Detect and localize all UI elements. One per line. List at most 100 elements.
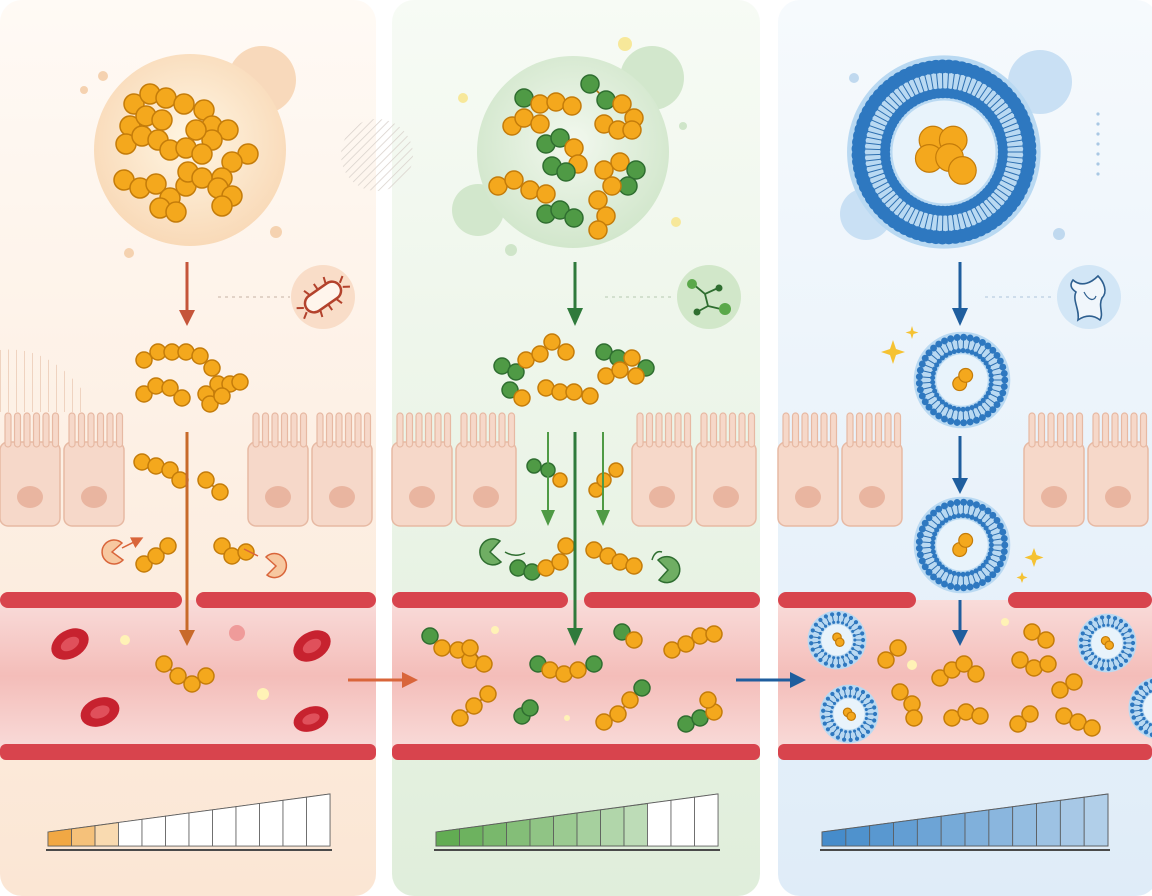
meter-segment bbox=[119, 819, 143, 846]
liposome-nanoparticle bbox=[1078, 614, 1137, 673]
lipid-head bbox=[947, 583, 954, 590]
amino-acid-residue bbox=[166, 202, 186, 222]
modified-residue bbox=[634, 680, 650, 696]
lipid-head bbox=[1132, 696, 1137, 701]
lipid-head bbox=[844, 695, 847, 698]
amino-acid-residue bbox=[198, 472, 214, 488]
amino-acid-residue bbox=[906, 710, 922, 726]
lipid-head bbox=[916, 545, 923, 552]
microvillus bbox=[24, 413, 30, 447]
lipid-head bbox=[917, 367, 924, 374]
lipid-head bbox=[1088, 639, 1091, 642]
lipid-head bbox=[830, 692, 834, 696]
lipid-head bbox=[930, 375, 935, 380]
lipid-head bbox=[818, 658, 822, 662]
encapsulated-peptide bbox=[949, 157, 977, 185]
microvillus bbox=[783, 413, 789, 447]
lipid-head bbox=[1100, 615, 1104, 619]
amino-acid-residue bbox=[531, 95, 549, 113]
microvillus bbox=[471, 413, 477, 447]
lipid-head bbox=[828, 655, 831, 658]
amino-acid-residue bbox=[214, 388, 230, 404]
lipid-head bbox=[861, 725, 864, 728]
meter-segment bbox=[142, 816, 166, 846]
amino-acid-residue bbox=[968, 666, 984, 682]
lipid-head bbox=[831, 706, 834, 709]
lipid-head bbox=[853, 695, 856, 698]
microvillus bbox=[730, 413, 736, 447]
meter-segment bbox=[95, 823, 119, 847]
amino-acid-residue bbox=[611, 153, 629, 171]
lipid-head bbox=[956, 348, 961, 353]
lipid-head bbox=[930, 545, 935, 550]
lipid-head bbox=[1145, 692, 1148, 695]
meter-segment bbox=[1060, 797, 1084, 846]
lipid-head bbox=[919, 361, 926, 368]
microvillus bbox=[416, 413, 422, 447]
lipid-head bbox=[1119, 629, 1122, 632]
modified-residue bbox=[522, 700, 538, 716]
lipid-head bbox=[1128, 653, 1132, 657]
lipid-head bbox=[849, 738, 853, 742]
amino-acid-residue bbox=[595, 161, 613, 179]
amino-acid-residue bbox=[565, 139, 583, 157]
lipid-head bbox=[961, 407, 966, 412]
lipid-head bbox=[1001, 535, 1008, 542]
lipid-head bbox=[1089, 648, 1092, 651]
lipid-head bbox=[861, 700, 864, 703]
enterocyte-body bbox=[312, 442, 372, 526]
microvillus bbox=[461, 413, 467, 447]
microvillus bbox=[426, 413, 432, 447]
meter-segment bbox=[283, 797, 307, 846]
lipid-head bbox=[828, 622, 831, 625]
lipid-head bbox=[1094, 617, 1098, 621]
lipid-head bbox=[837, 621, 840, 624]
lipid-head bbox=[809, 641, 813, 645]
amino-acid-residue bbox=[192, 348, 208, 364]
amino-acid-residue bbox=[1084, 720, 1100, 736]
lipid-head bbox=[1102, 624, 1105, 627]
lipid-head bbox=[845, 623, 848, 626]
liposome-nanoparticle bbox=[820, 685, 879, 744]
lipid-head bbox=[954, 334, 961, 341]
microvillus bbox=[435, 413, 441, 447]
lipid-head bbox=[1091, 631, 1094, 634]
amino-acid-residue bbox=[174, 390, 190, 406]
lipid-head bbox=[967, 335, 974, 342]
meter-segment bbox=[601, 807, 625, 846]
lipid-head bbox=[844, 730, 847, 733]
lipid-head bbox=[1094, 655, 1097, 658]
modified-residue bbox=[527, 459, 541, 473]
microvillus bbox=[821, 413, 827, 447]
lipid-head bbox=[853, 634, 856, 637]
lipid-head bbox=[814, 623, 818, 627]
amino-acid-residue bbox=[192, 144, 212, 164]
meter-segment bbox=[870, 823, 894, 847]
lipid-head bbox=[960, 334, 967, 341]
meter-segment bbox=[965, 810, 989, 846]
lipid-head bbox=[916, 373, 923, 380]
lipid-head bbox=[836, 699, 839, 702]
lipid-head bbox=[872, 718, 876, 722]
lipid-head bbox=[1084, 656, 1088, 660]
lipid-head bbox=[843, 613, 847, 617]
lipid-head bbox=[832, 656, 835, 659]
encapsulated-peptide bbox=[836, 638, 844, 646]
lipid-head bbox=[1079, 638, 1083, 642]
lipid-head bbox=[826, 697, 830, 701]
amino-acid-residue bbox=[521, 181, 539, 199]
lipid-head bbox=[973, 417, 980, 424]
modified-residue bbox=[422, 628, 438, 644]
microvillus bbox=[355, 413, 361, 447]
microvillus bbox=[253, 413, 259, 447]
cell-nucleus bbox=[329, 486, 355, 508]
lipid-head bbox=[999, 529, 1006, 536]
amino-acid-residue bbox=[1022, 706, 1038, 722]
meter-segment bbox=[436, 829, 460, 846]
lipid-head bbox=[973, 336, 980, 343]
amino-acid-residue bbox=[186, 120, 206, 140]
microvillus bbox=[685, 413, 691, 447]
lipid-head bbox=[1079, 644, 1083, 648]
lipid-head bbox=[1102, 659, 1105, 662]
microvillus bbox=[327, 413, 333, 447]
